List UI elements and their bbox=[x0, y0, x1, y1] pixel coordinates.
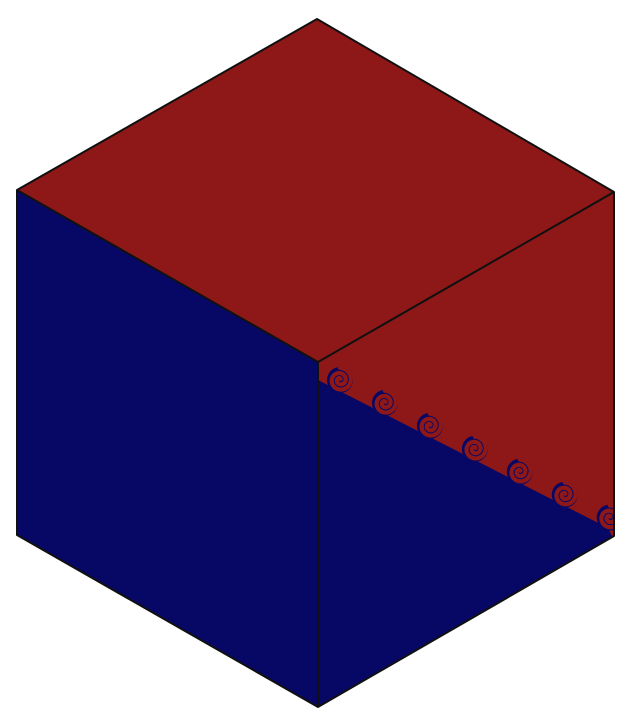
spiral-curl bbox=[554, 480, 578, 507]
spiral-curl bbox=[374, 388, 398, 415]
spiral-curl bbox=[329, 365, 354, 392]
spiral-curl bbox=[464, 434, 488, 461]
cube-edges bbox=[16, 18, 615, 708]
cube-top-face bbox=[17, 19, 614, 362]
spiral-curl bbox=[509, 457, 533, 484]
spiral-curl bbox=[599, 503, 614, 530]
cube-edge-center-to-top-left bbox=[16, 189, 319, 363]
spiral-curl bbox=[419, 411, 443, 438]
cube-edge-center-to-top-right bbox=[317, 191, 615, 363]
spiral-wave-border bbox=[327, 365, 614, 531]
cube-right-face-lower-region bbox=[318, 380, 614, 707]
